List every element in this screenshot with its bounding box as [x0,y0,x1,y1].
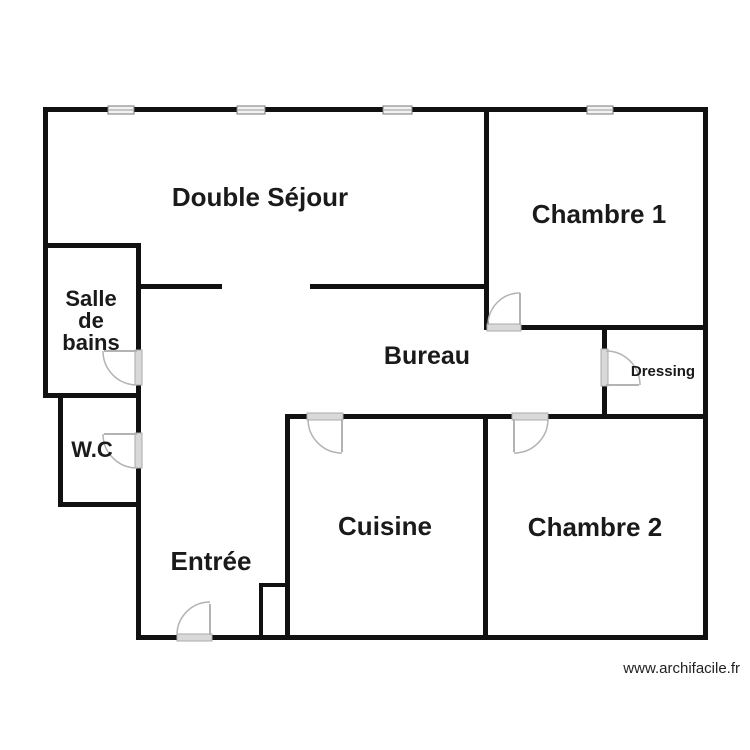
wall-duct-left [259,583,263,640]
door-chambre-2 [511,412,549,454]
room-label-chambre-1: Chambre 1 [532,199,666,229]
room-label-chambre-1-line: Chambre 1 [532,199,666,229]
wall-sep-left [138,284,222,289]
door-cuisine-sill [306,412,344,421]
wall-wc-bottom [58,502,141,507]
door-salle-de-bains-sill [134,349,143,386]
door-chambre-2-sill [511,412,549,421]
room-label-entree: Entrée [171,546,252,576]
door-salle-de-bains [102,349,143,386]
wall-sdb-top [43,243,141,248]
wall-mid-horizontal [285,414,708,419]
wall-chambre1-bottom [484,325,708,330]
door-salle-de-bains-swing-arc-icon [102,350,138,386]
room-label-chambre-2: Chambre 2 [528,512,662,542]
wall-duct-top [259,583,290,587]
window-3-window-icon [382,105,413,115]
door-dressing-sill [600,348,609,387]
room-label-salle-de-bains-line: de [78,308,104,333]
room-label-double-sejour-line: Double Séjour [172,182,348,212]
door-chambre-2-swing-arc-icon [513,418,549,454]
room-label-double-sejour: Double Séjour [172,182,348,212]
window-4-window-icon [586,105,614,115]
wall-chambre1-left [484,107,489,330]
room-label-cuisine-line: Cuisine [338,511,432,541]
door-entree-swing-arc-icon [176,601,211,636]
door-chambre-1 [486,292,522,332]
door-cuisine-swing-arc-icon [307,418,343,454]
wall-cuisine-left [285,414,290,640]
door-dressing-swing-arc-icon [605,350,641,386]
room-label-entree-line: Entrée [171,546,252,576]
door-entree [176,601,213,642]
room-label-chambre-2-line: Chambre 2 [528,512,662,542]
wall-outer-left [43,107,48,398]
room-label-wc: W.C [71,437,113,462]
wall-outer-right [703,107,708,640]
room-label-dressing: Dressing [631,363,695,380]
door-wc-swing-arc-icon [102,433,138,469]
wall-outer-top [43,107,708,112]
wall-sdb-bottom [43,393,141,398]
door-entree-sill [176,633,213,642]
door-chambre-1-swing-arc-icon [487,292,521,326]
door-cuisine [306,412,344,454]
room-label-cuisine: Cuisine [338,511,432,541]
door-wc-sill [134,432,143,469]
door-wc [102,432,143,469]
room-label-bureau: Bureau [384,342,470,370]
wall-sep-right [310,284,488,289]
wall-outer-bottom [136,635,708,640]
room-label-bureau-line: Bureau [384,342,470,370]
room-label-dressing-line: Dressing [631,363,695,380]
wall-cuisine-right [483,414,488,640]
room-label-wc-line: W.C [71,437,113,462]
room-label-salle-de-bains-line: bains [62,330,119,355]
window-1-window-icon [107,105,135,115]
door-chambre-1-sill [486,323,522,332]
window-2-window-icon [236,105,266,115]
door-dressing [600,348,641,387]
wall-wc-left [58,393,63,507]
watermark: www.archifacile.fr [622,660,740,677]
room-label-salle-de-bains-line: Salle [65,286,116,311]
